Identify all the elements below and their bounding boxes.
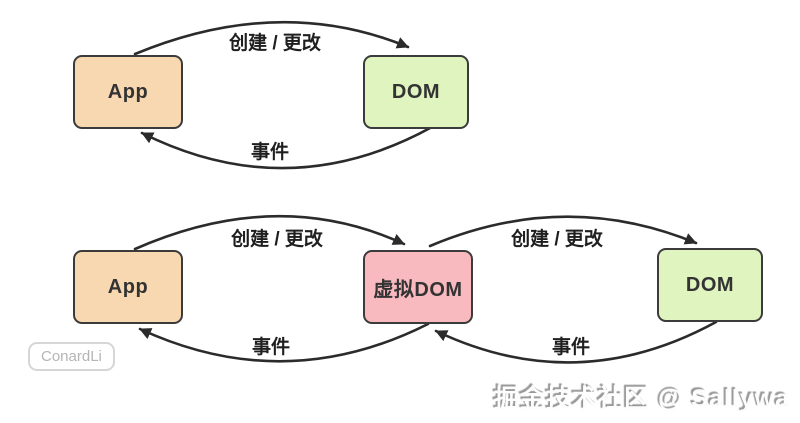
arrow-top-event [140, 125, 434, 170]
arrow-bottom-left-event [138, 322, 430, 363]
edge-label-event-bottom-left: 事件 [251, 337, 290, 358]
edge-label-event-bottom-right: 事件 [551, 337, 590, 358]
edge-label-create-update-bottom-right: 创建 / 更改 [511, 229, 603, 250]
edge-label-event-top: 事件 [250, 142, 289, 163]
node-app-top: App [73, 55, 183, 129]
node-app-bottom: App [73, 250, 183, 324]
node-dom-top: DOM [363, 55, 469, 129]
edge-label-create-update-bottom-left: 创建 / 更改 [231, 229, 323, 250]
node-dom-bottom: DOM [657, 248, 763, 322]
arrow-bottom-right-create-update [428, 215, 698, 248]
edge-label-create-update-top: 创建 / 更改 [229, 33, 321, 54]
arrow-top-create-update [133, 20, 410, 56]
arrow-bottom-left-create-update [133, 214, 406, 251]
node-virtual-dom: 虚拟DOM [363, 250, 473, 324]
arrow-bottom-right-event [434, 320, 718, 364]
community-watermark: 掘金技术社区 @ Sallywa [494, 385, 790, 413]
author-badge: ConardLi [28, 342, 115, 371]
